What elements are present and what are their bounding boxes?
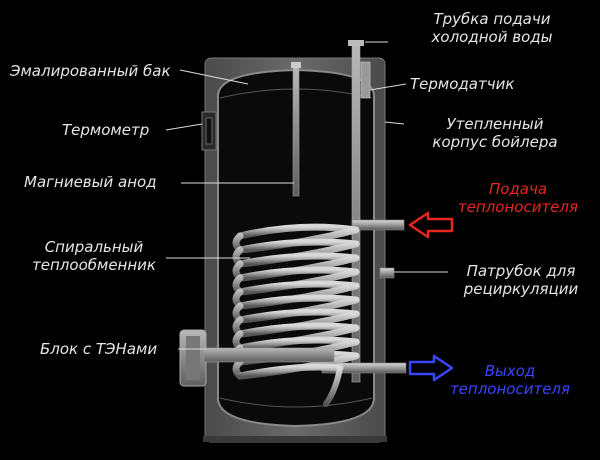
leader-lines	[165, 41, 448, 350]
coolant-output-line2: теплоносителя	[449, 380, 571, 398]
recirculation-pipe-line1: Патрубок для	[466, 262, 576, 280]
anode-cap	[291, 62, 301, 68]
output-arrow-icon	[408, 354, 454, 382]
spiral-exchanger-line2: теплообменник	[32, 256, 156, 274]
heater-flange-inner	[186, 336, 200, 380]
heater-element	[203, 347, 335, 363]
tank-bottom-curve	[219, 397, 373, 408]
spiral-exchanger-line1: Спиральный	[44, 238, 144, 256]
recirculation-pipe-line2: рециркуляции	[463, 280, 579, 298]
heater-block-label: Блок с ТЭНами	[40, 340, 158, 358]
pipe-flange	[348, 40, 364, 46]
insulated-body-label: Утепленный корпус бойлера	[405, 115, 585, 151]
insulated-body-line2: корпус бойлера	[432, 133, 558, 151]
enameled-tank-label: Эмалированный бак	[10, 62, 171, 80]
thermometer-label: Термометр	[62, 121, 150, 139]
cold-water-pipe-line1: Трубка подачи	[433, 10, 551, 28]
coolant-output-line1: Выход	[484, 362, 536, 380]
coolant-supply-line2: теплоносителя	[457, 198, 579, 216]
boiler-base	[203, 436, 387, 442]
coolant-supply-line1: Подача	[488, 180, 548, 198]
spiral-exchanger-label: Спиральный теплообменник	[24, 238, 164, 274]
recirculation-nozzle	[379, 267, 395, 279]
thermal-sensor-label: Термодатчик	[410, 75, 515, 93]
magnesium-anode-label: Магниевый анод	[24, 173, 157, 191]
recirculation-pipe-label: Патрубок для рециркуляции	[446, 262, 596, 298]
cold-water-pipe-label: Трубка подачи холодной воды	[392, 10, 592, 46]
coolant-supply-label: Подача теплоносителя	[448, 180, 588, 216]
thermometer-dial	[205, 117, 213, 145]
cold-water-pipe-line2: холодной воды	[431, 28, 553, 46]
coolant-output-label: Выход теплоносителя	[440, 362, 580, 398]
supply-arrow-icon	[408, 211, 454, 239]
insulated-body-line1: Утепленный	[446, 115, 544, 133]
thermal-sensor	[360, 61, 371, 99]
magnesium-anode	[292, 65, 300, 197]
